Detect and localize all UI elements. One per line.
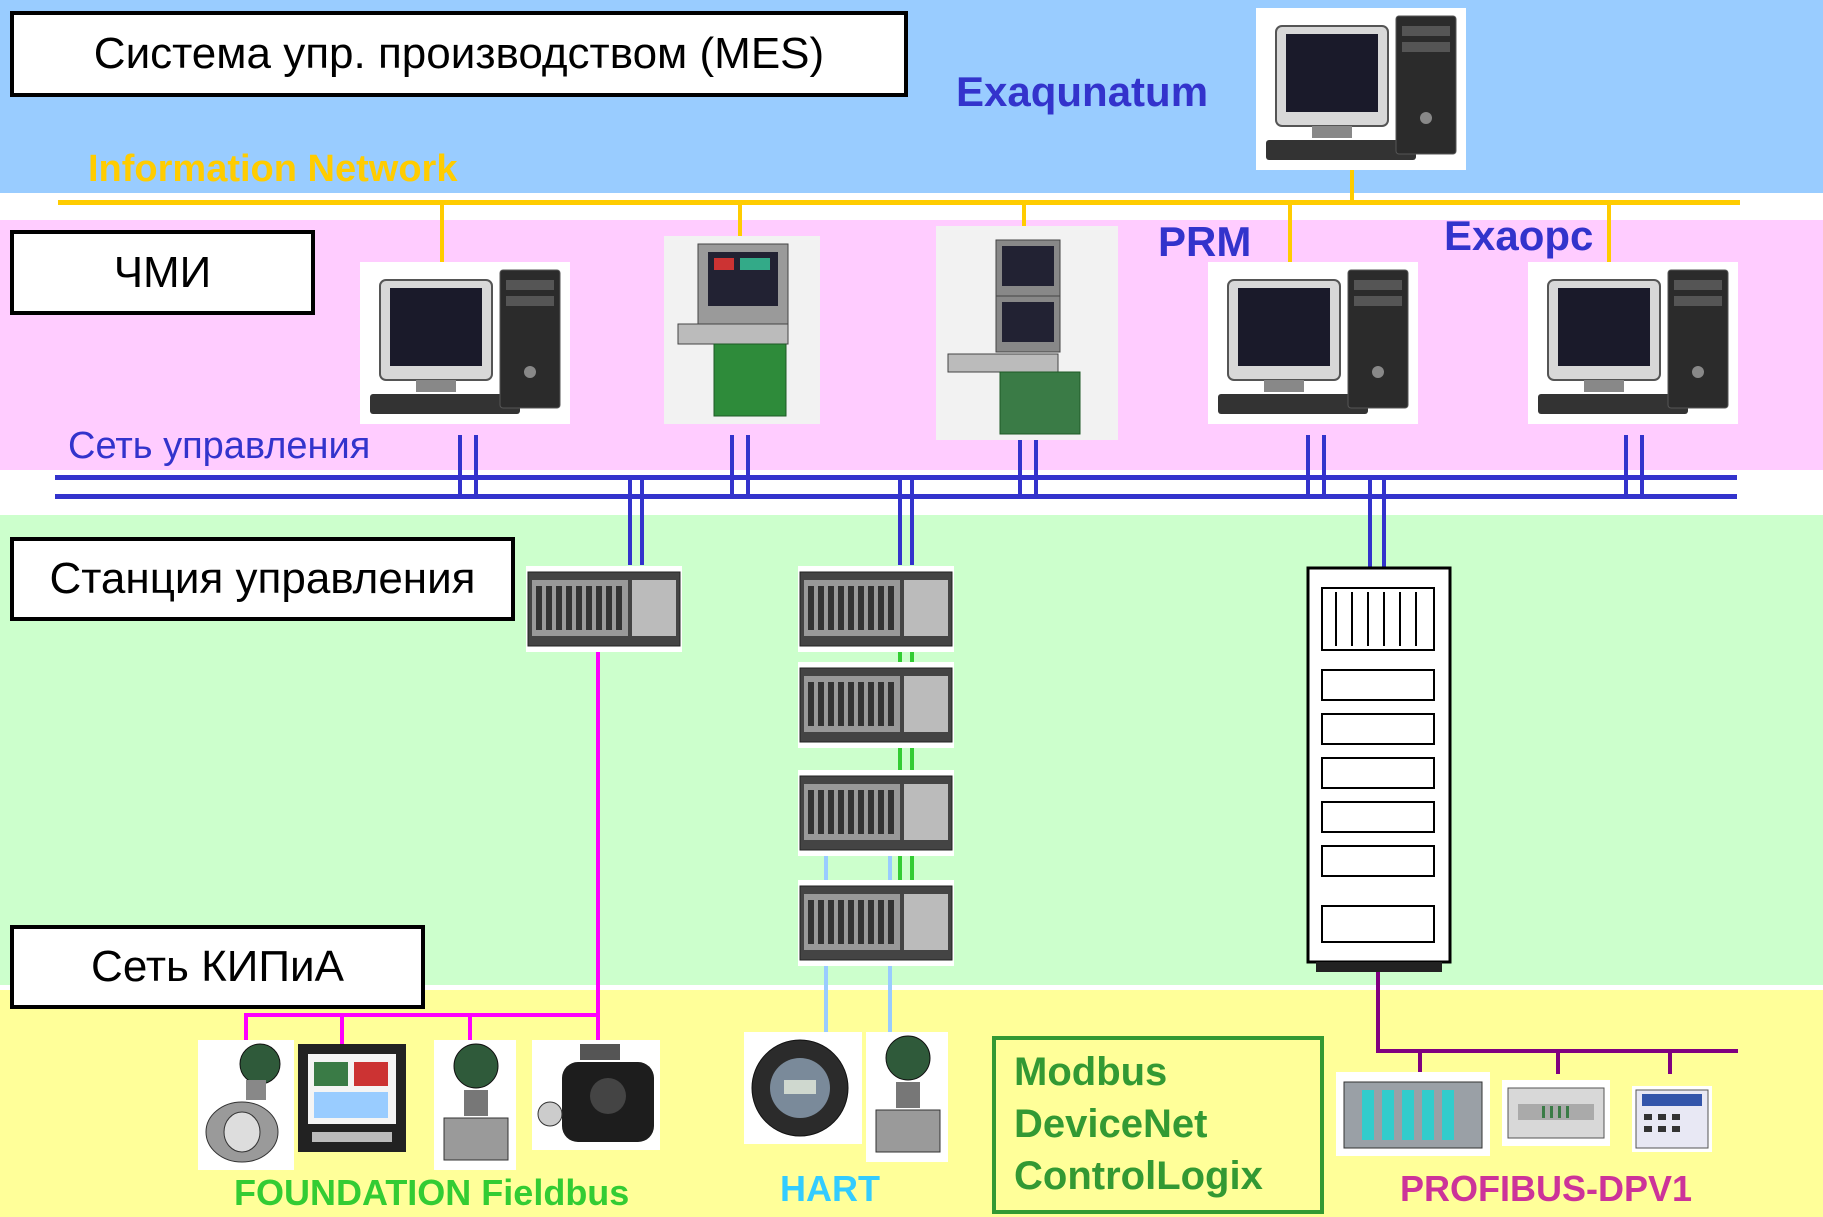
foundation-fieldbus-label: FOUNDATION Fieldbus <box>234 1172 630 1213</box>
ctrl-drop-prm-b <box>1322 435 1326 495</box>
plc-device-1-icon <box>1336 1072 1490 1156</box>
valve-positioner-device-icon <box>532 1040 660 1150</box>
field-network-level-label: Сеть КИПиА <box>10 925 425 1009</box>
information-network-label: Information Network <box>88 148 458 190</box>
profibus-drop-1 <box>1418 1049 1422 1074</box>
station-link-2b <box>910 745 914 775</box>
control-station-2b-icon <box>798 662 954 748</box>
hmi-level-label: ЧМИ <box>10 230 315 315</box>
info-drop-exaopc <box>1607 203 1611 275</box>
ctrl-drop-prm-a <box>1306 435 1310 495</box>
transmitter-device-icon <box>434 1040 516 1170</box>
hmi-console-2-icon <box>936 226 1118 440</box>
ctrl-drop-exaopc-a <box>1624 435 1628 495</box>
station-link-3b <box>910 850 914 885</box>
flowmeter-device-icon <box>198 1040 294 1170</box>
profibus-drop-2 <box>1556 1049 1560 1074</box>
fieldbus-drop-4 <box>596 1013 600 1045</box>
control-station-2d-icon <box>798 880 954 966</box>
hmi-console-1-icon <box>664 236 820 424</box>
hart-transmitter-1-icon <box>744 1032 862 1144</box>
info-drop-hmi-1 <box>440 203 444 275</box>
info-drop-hmi-2 <box>738 203 742 236</box>
ctrl-drop-station-2b <box>910 480 914 565</box>
station-link-1b <box>910 648 914 666</box>
ctrl-drop-station-1b <box>640 480 644 565</box>
protocol-box <box>992 1036 1324 1214</box>
recorder-device-icon <box>298 1044 406 1152</box>
information-network-line <box>58 200 1740 205</box>
exaquantum-label: Exaqunatum <box>956 68 1209 115</box>
fieldbus-bus <box>244 1013 600 1017</box>
control-station-1-icon <box>526 566 682 652</box>
mes-level-label: Система упр. производством (MES) <box>10 11 908 97</box>
profibus-label: PROFIBUS-DPV1 <box>1400 1168 1693 1209</box>
ctrl-drop-exaopc-b <box>1640 435 1644 495</box>
ctrl-drop-hmi-1a <box>458 435 462 495</box>
control-station-2c-icon <box>798 770 954 856</box>
station-link-2 <box>898 745 902 775</box>
prm-pc-icon <box>1208 262 1418 424</box>
prm-label: PRM <box>1158 218 1252 265</box>
hart-label: HART <box>780 1168 880 1209</box>
station-link-1 <box>898 648 902 666</box>
safety-cabinet-icon <box>1306 566 1452 972</box>
control-network-line-top <box>55 475 1737 480</box>
fieldbus-trunk <box>596 620 600 1015</box>
profibus-drop-3 <box>1668 1049 1672 1074</box>
exaopc-pc-icon <box>1528 262 1738 424</box>
info-drop-hmi-3 <box>1022 203 1026 236</box>
ctrl-drop-station-3b <box>1382 480 1386 568</box>
ctrl-drop-station-1a <box>628 480 632 565</box>
ctrl-drop-hmi-1b <box>474 435 478 495</box>
control-network-label: Сеть управления <box>68 425 371 467</box>
exaquantum-pc-icon <box>1256 8 1466 170</box>
fieldbus-drop-3 <box>468 1013 472 1045</box>
ctrl-drop-hmi-2a <box>730 435 734 495</box>
control-station-level-label: Станция управления <box>10 537 515 621</box>
control-station-2a-icon <box>798 566 954 652</box>
ctrl-drop-hmi-3a <box>1018 435 1022 495</box>
hmi-pc-1-icon <box>360 262 570 424</box>
controllogix-label: ControlLogix <box>1014 1154 1263 1198</box>
control-network-line-bottom <box>55 494 1737 499</box>
devicenet-label: DeviceNet <box>1014 1102 1208 1146</box>
plc-device-3-icon <box>1632 1086 1712 1152</box>
ctrl-drop-hmi-3b <box>1034 435 1038 495</box>
plc-device-2-icon <box>1502 1080 1610 1146</box>
modbus-label: Modbus <box>1014 1050 1168 1094</box>
info-drop-prm <box>1288 203 1292 275</box>
fieldbus-drop-2 <box>340 1013 344 1045</box>
fieldbus-drop-1 <box>244 1013 248 1045</box>
hart-transmitter-2-icon <box>866 1032 948 1162</box>
exaopc-label: Exaopc <box>1444 212 1594 259</box>
station-link-3 <box>898 850 902 885</box>
ctrl-drop-station-2a <box>898 480 902 565</box>
ctrl-drop-station-3a <box>1368 480 1372 568</box>
info-drop-exaquantum <box>1350 170 1354 202</box>
ctrl-drop-hmi-2b <box>746 435 750 495</box>
